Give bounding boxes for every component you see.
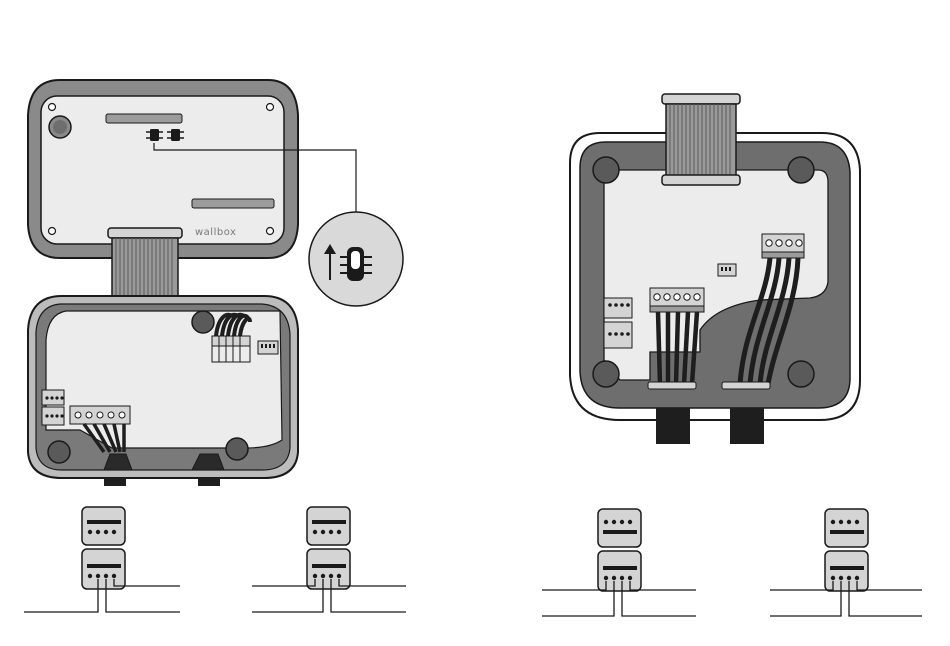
base-mount-hole xyxy=(226,438,248,460)
wiring-option-3 xyxy=(542,509,696,616)
cable-clamp-left xyxy=(648,382,696,389)
lid-screw-top-left xyxy=(49,104,56,111)
lid-label-strip-top xyxy=(106,114,182,123)
right-mount-hole xyxy=(788,157,814,183)
wiring-option-1 xyxy=(24,507,180,612)
left-charger-open: wallbox xyxy=(28,80,356,486)
lid-label-strip-bottom xyxy=(192,199,274,208)
base-mount-hole xyxy=(192,311,214,333)
right-ribbon-cable xyxy=(662,94,740,185)
wiring-option-2 xyxy=(252,507,406,612)
cable-exit-left xyxy=(656,408,690,444)
cable-clamp-right xyxy=(722,382,770,389)
cable-exit-right xyxy=(730,408,764,444)
charger-lid: wallbox xyxy=(28,80,356,258)
lid-screw-top-right xyxy=(267,104,274,111)
right-connectors-left xyxy=(604,298,632,348)
right-mount-hole xyxy=(593,157,619,183)
lid-screw-bottom-left xyxy=(49,228,56,235)
lid-screw-bottom-right xyxy=(267,228,274,235)
right-mount-hole xyxy=(788,361,814,387)
right-charger-base xyxy=(570,94,860,444)
brand-logo: wallbox xyxy=(195,227,236,238)
dip-switch-detail-circle xyxy=(309,212,403,306)
wiring-option-4 xyxy=(770,509,922,616)
right-mount-hole xyxy=(593,361,619,387)
base-mount-hole xyxy=(48,441,70,463)
charger-base xyxy=(28,296,298,486)
